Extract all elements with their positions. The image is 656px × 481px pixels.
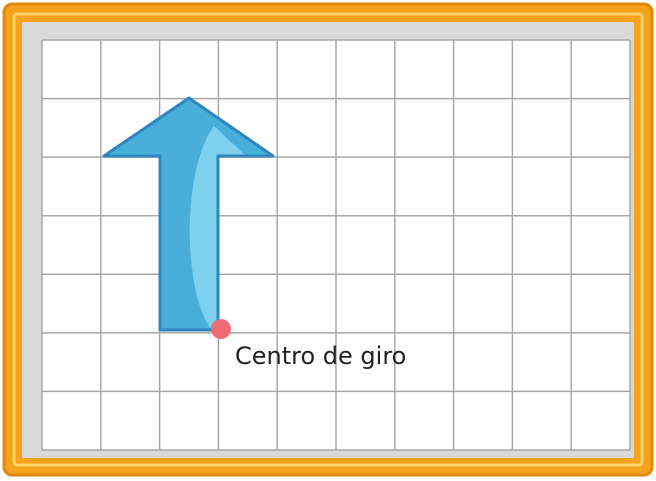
arrow-outline [102,96,275,332]
board-frame-inner-edge [12,12,644,467]
pivot-point [211,319,231,339]
arrow-figure [102,96,275,332]
pivot-label: Centro de giro [235,342,406,370]
